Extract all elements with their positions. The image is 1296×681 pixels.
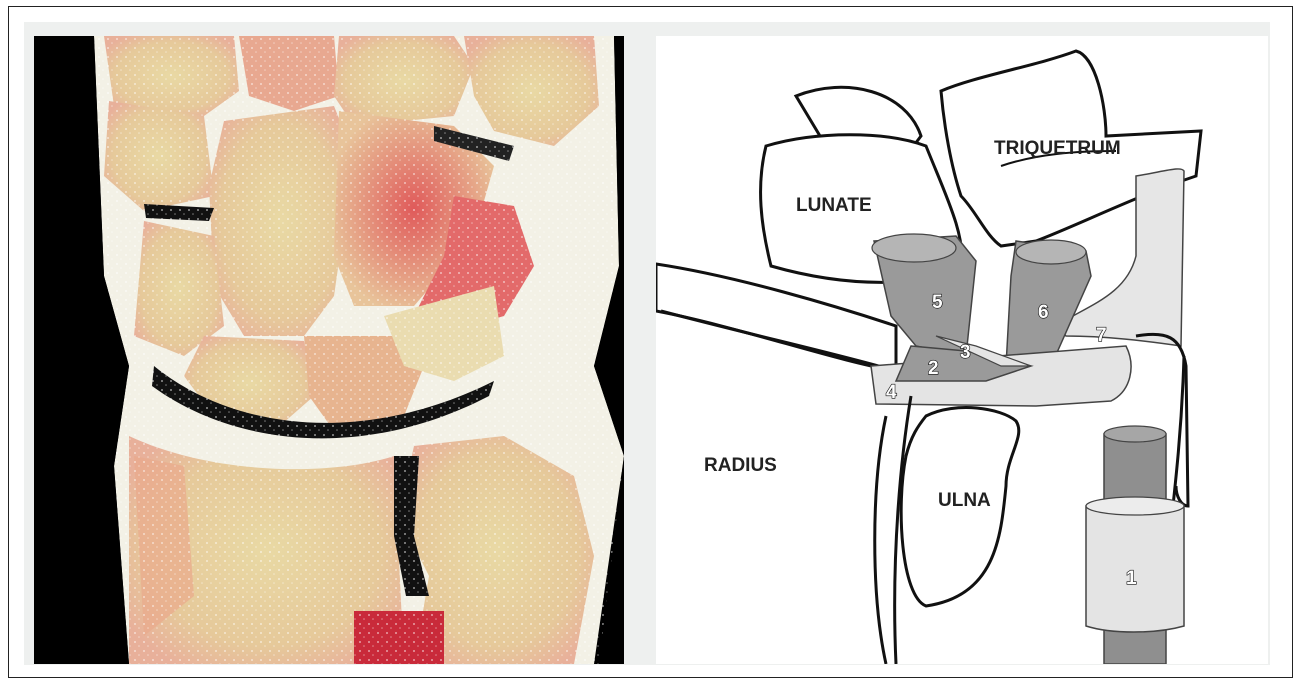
wrist-section-photo — [34, 36, 624, 664]
label-triquetrum: TRIQUETRUM — [994, 138, 1121, 159]
label-lunate: LUNATE — [796, 195, 872, 216]
label-ulna: ULNA — [938, 490, 991, 511]
number-3: 3 — [960, 342, 971, 363]
number-5: 5 — [932, 292, 943, 313]
number-6: 6 — [1038, 302, 1049, 323]
number-4: 4 — [886, 382, 897, 403]
number-2: 2 — [928, 358, 939, 379]
label-radius: RADIUS — [704, 455, 777, 476]
number-7: 7 — [1096, 325, 1107, 346]
wrist-anatomy-diagram: LUNATE TRIQUETRUM RADIUS ULNA 1 2 3 4 5 … — [656, 36, 1268, 664]
photo-drawing — [34, 36, 624, 664]
diagram-drawing: LUNATE TRIQUETRUM RADIUS ULNA 1 2 3 4 5 … — [656, 36, 1268, 664]
number-1: 1 — [1126, 568, 1137, 589]
